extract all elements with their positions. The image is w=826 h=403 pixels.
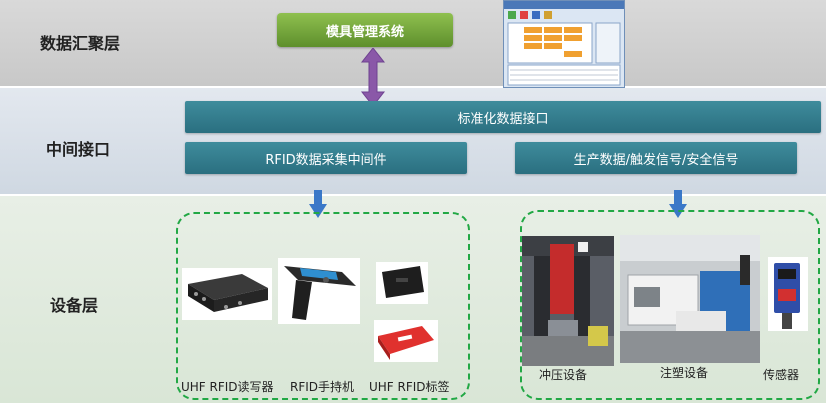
layer-label-middle: 中间接口 <box>46 140 111 159</box>
rfid-middleware-bar: RFID数据采集中间件 <box>185 142 467 174</box>
rfid-tag-black-image <box>376 262 428 304</box>
rfid-reader-image <box>182 268 272 320</box>
caption-rfid-reader: UHF RFID读写器 <box>181 380 274 394</box>
injection-machine-image <box>620 235 760 363</box>
signals-bar: 生产数据/触发信号/安全信号 <box>515 142 797 174</box>
caption-rfid-tag: UHF RFID标签 <box>369 380 450 394</box>
sensor-image <box>768 257 808 331</box>
standard-data-interface-bar: 标准化数据接口 <box>185 101 821 133</box>
caption-rfid-handheld: RFID手持机 <box>290 380 355 394</box>
mold-management-system-button[interactable]: 模具管理系统 <box>277 13 453 47</box>
down-arrow-icon <box>309 190 327 218</box>
software-screenshot-graphic <box>504 1 624 86</box>
layer-label-bottom: 设备层 <box>50 296 99 315</box>
software-screenshot <box>503 0 625 88</box>
press-machine-image <box>522 236 614 366</box>
caption-injection-equipment: 注塑设备 <box>660 366 709 380</box>
equipment-group <box>520 210 820 400</box>
rfid-handheld-image <box>278 258 360 324</box>
layer-label-top: 数据汇聚层 <box>40 34 121 53</box>
bidirectional-arrow-icon <box>360 48 386 106</box>
caption-press-equipment: 冲压设备 <box>539 368 588 382</box>
rfid-tag-red-image <box>374 320 438 362</box>
rfid-devices-group <box>176 212 470 400</box>
caption-sensor: 传感器 <box>763 368 800 382</box>
